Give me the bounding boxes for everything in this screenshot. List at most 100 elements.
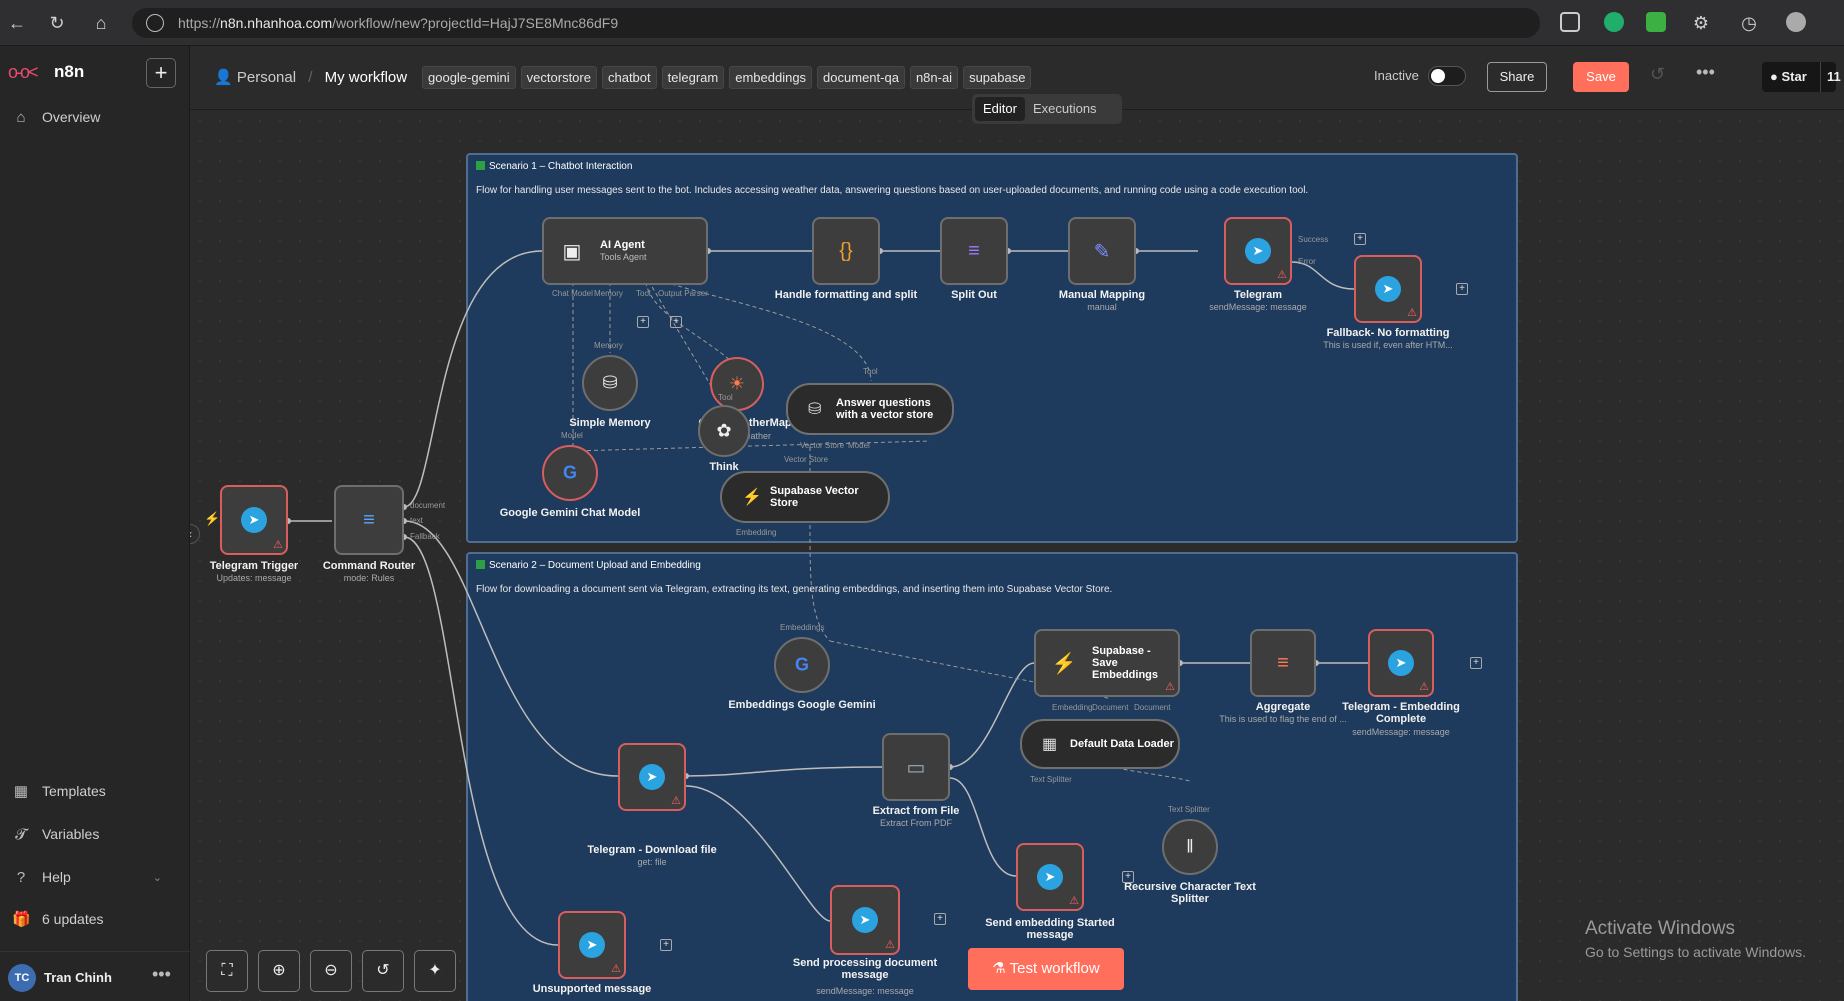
node-telegram[interactable]: ➤ ⚠ [1224, 217, 1292, 285]
test-workflow-button[interactable]: ⚗ Test workflow [968, 948, 1124, 990]
node-command-router[interactable]: ≡ [334, 485, 404, 555]
telegram-icon: ➤ [1037, 864, 1063, 890]
tag[interactable]: vectorstore [520, 66, 597, 89]
node-openweathermap[interactable]: ☀ [710, 357, 764, 411]
node-answer-questions-vector-store[interactable]: ⛁ Answer questions with a vector store [786, 383, 954, 435]
node-label: Send processing document message [792, 957, 938, 981]
node-think[interactable]: ✿ [698, 405, 750, 457]
sidebar-item-updates[interactable]: 🎁 6 updates [12, 906, 104, 932]
add-parser-icon[interactable]: + [670, 316, 682, 328]
qr-extension-icon[interactable] [1560, 12, 1580, 32]
tag[interactable]: supabase [963, 66, 1032, 89]
tab-editor[interactable]: Editor [975, 97, 1025, 121]
sticky-title: Scenario 2 – Document Upload and Embeddi… [476, 560, 701, 571]
output-label: Error [1298, 257, 1316, 266]
add-node-icon[interactable]: + [660, 939, 672, 951]
sidebar-item-label: Overview [42, 109, 101, 125]
port-label: Vector Store [800, 441, 845, 450]
extension-tab-icon[interactable] [1646, 12, 1666, 32]
add-node-icon[interactable]: + [1122, 871, 1134, 883]
tag[interactable]: telegram [661, 66, 725, 89]
node-manual-mapping[interactable]: ✎ [1068, 217, 1136, 285]
active-toggle[interactable] [1428, 66, 1466, 86]
workflow-canvas[interactable]: Scenario 1 – Chatbot Interaction Flow fo… [190, 111, 1844, 1001]
avatar[interactable]: TC [8, 964, 36, 992]
project-link[interactable]: Personal [236, 69, 297, 86]
zoom-out-icon[interactable]: ⊖ [310, 950, 352, 992]
sticky-description: Flow for handling user messages sent to … [476, 185, 1309, 196]
canvas-controls: ⛶ ⊕ ⊖ ↺ ✦ [206, 950, 456, 992]
brand-logo[interactable]: o-o< n8n [8, 60, 168, 88]
node-label: Manual Mapping [1058, 289, 1146, 301]
node-label: Fallback- No formatting [1326, 327, 1450, 339]
node-supabase-vector-store[interactable]: ⚡ Supabase Vector Store [720, 471, 890, 523]
history-icon[interactable]: ◷ [1741, 13, 1757, 33]
weather-icon: ☀ [728, 373, 746, 394]
add-tool-icon[interactable]: + [637, 316, 649, 328]
node-send-processing-document[interactable]: ➤ ⚠ [830, 885, 900, 955]
add-node-icon[interactable]: + [1456, 283, 1468, 295]
sidebar-item-label: Variables [42, 826, 100, 842]
zoom-in-icon[interactable]: ⊕ [258, 950, 300, 992]
node-subtitle: sendMessage: message [1209, 302, 1307, 312]
sidebar-item-variables[interactable]: 𝓣 Variables [12, 821, 99, 847]
gift-icon: 🎁 [12, 911, 31, 928]
puzzle-icon[interactable]: ⚙ [1692, 13, 1710, 33]
globe-icon [146, 14, 164, 32]
reset-zoom-icon[interactable]: ↺ [362, 950, 404, 992]
tidy-up-icon[interactable]: ✦ [414, 950, 456, 992]
tag[interactable]: chatbot [601, 66, 657, 89]
node-handle-formatting[interactable]: {} [812, 217, 880, 285]
node-embeddings-google-gemini[interactable]: G [774, 637, 830, 693]
node-telegram-trigger[interactable]: ➤ ⚠ [220, 485, 288, 555]
node-recursive-character-text-splitter[interactable]: ‖ [1162, 819, 1218, 875]
node-telegram-embedding-complete[interactable]: ➤ ⚠ [1368, 629, 1434, 697]
node-label: Unsupported message [532, 983, 652, 995]
warning-icon: ⚠ [1419, 681, 1429, 693]
profile-icon[interactable] [1786, 12, 1806, 32]
node-simple-memory[interactable]: ⛁ [582, 355, 638, 411]
sidebar-item-templates[interactable]: ▦ Templates [12, 778, 106, 804]
port-label: Vector Store [784, 455, 829, 464]
workflow-name[interactable]: My workflow [324, 69, 408, 86]
node-google-gemini-chat-model[interactable]: G [542, 445, 598, 501]
sidebar-item-help[interactable]: ? Help ⌄ [12, 864, 162, 890]
more-icon[interactable]: ••• [152, 964, 171, 984]
node-split-out[interactable]: ≡ [940, 217, 1008, 285]
node-label: Answer questions with a vector store [836, 397, 934, 421]
port-label: Embedding [1052, 703, 1093, 712]
tag[interactable]: document-qa [817, 66, 905, 89]
fit-view-icon[interactable]: ⛶ [206, 950, 248, 992]
node-default-data-loader[interactable]: ▦ Default Data Loader [1020, 719, 1180, 769]
node-aggregate[interactable]: ≡ [1250, 629, 1316, 697]
undo-icon[interactable]: ↺ [1650, 64, 1666, 84]
home-icon[interactable]: ⌂ [95, 13, 107, 33]
tag[interactable]: embeddings [729, 66, 813, 89]
save-button[interactable]: Save [1573, 62, 1629, 92]
node-telegram-download-file[interactable]: ➤ ⚠ [618, 743, 686, 811]
star-count: 11 [1820, 62, 1841, 92]
sidebar-item-overview[interactable]: ⌂ Overview [12, 104, 100, 130]
add-button[interactable]: + [146, 58, 176, 88]
add-node-icon[interactable]: + [934, 913, 946, 925]
more-menu-icon[interactable]: ••• [1696, 62, 1715, 82]
add-node-icon[interactable]: + [1470, 657, 1482, 669]
node-extract-from-file[interactable]: ▭ [882, 733, 950, 801]
tab-executions[interactable]: Executions [1032, 101, 1097, 116]
reload-icon[interactable]: ↻ [49, 13, 65, 33]
github-icon: ● [1770, 69, 1778, 84]
tag[interactable]: n8n-ai [909, 66, 959, 89]
share-button[interactable]: Share [1487, 62, 1547, 92]
home-icon: ⌂ [16, 108, 26, 126]
extension-green-icon[interactable] [1604, 12, 1624, 32]
node-supabase-save-embeddings[interactable]: ⚡ Supabase - Save Embeddings ⚠ [1034, 629, 1180, 697]
node-fallback-no-formatting[interactable]: ➤ ⚠ [1354, 255, 1422, 323]
node-unsupported-message[interactable]: ➤ ⚠ [558, 911, 626, 979]
address-bar[interactable]: https://n8n.nhanhoa.com/workflow/new?pro… [132, 8, 1540, 38]
back-icon[interactable]: ← [8, 13, 26, 33]
tag[interactable]: google-gemini [422, 66, 516, 89]
github-star-button[interactable]: ● Star 11 [1762, 62, 1841, 92]
add-node-icon[interactable]: + [1354, 233, 1366, 245]
node-send-embedding-started[interactable]: ➤ ⚠ [1016, 843, 1084, 911]
